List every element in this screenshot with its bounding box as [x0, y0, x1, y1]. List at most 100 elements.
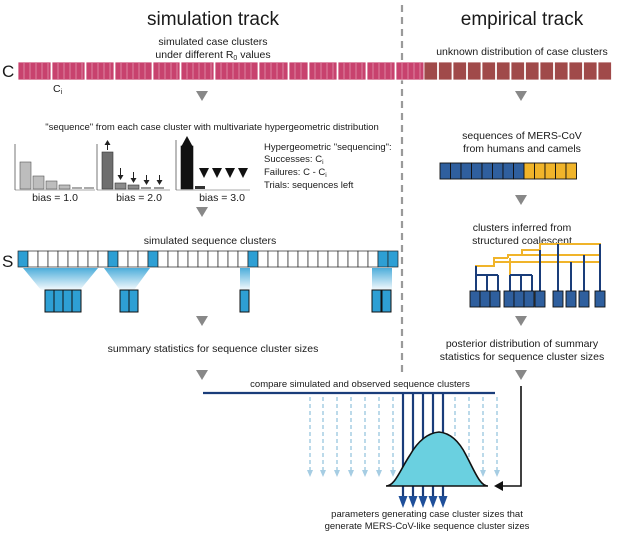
empirical-case-block: [597, 61, 612, 81]
sequence-cell: [67, 250, 79, 268]
emp-down-arrow-1: [515, 91, 527, 101]
sequence-cell: [147, 250, 159, 268]
compare-label: compare simulated and observed sequence …: [250, 379, 470, 390]
mers-sequences-label-line1: sequences of MERS-CoV: [462, 130, 582, 142]
inferred-cluster-cell: [578, 290, 590, 308]
sequence-cell: [77, 250, 89, 268]
inferred-cluster-cell: [552, 290, 564, 308]
histogram-bias-3: [175, 136, 250, 191]
sequence-cluster-groups: [44, 289, 392, 313]
accepted-arrowhead: [438, 496, 448, 508]
accepted-arrowhead: [408, 496, 418, 508]
sequence-fan-3: [240, 268, 250, 290]
empirical-case-block: [568, 61, 583, 81]
sequence-cell: [327, 250, 339, 268]
mers-sequence-cell: [565, 162, 577, 180]
bias-label-3: bias = 3.0: [199, 192, 245, 204]
sequence-cell: [157, 250, 169, 268]
sequence-cell: [167, 250, 179, 268]
rejected-arrowhead: [390, 470, 396, 477]
sequence-cell: [97, 250, 109, 268]
sequence-cell: [237, 250, 249, 268]
accepted-arrowhead: [428, 496, 438, 508]
sequence-cell: [17, 250, 29, 268]
inferred-cluster-cell: [534, 290, 546, 308]
down-arrow-3: [196, 316, 208, 326]
accepted-arrowhead: [418, 496, 428, 508]
sequence-cell: [87, 250, 99, 268]
sequence-group-cell: [128, 289, 139, 313]
case-cluster-block: [152, 61, 181, 81]
sequence-cell: [357, 250, 369, 268]
emp-down-arrow-3: [515, 316, 527, 326]
empirical-return-arrowhead: [494, 481, 503, 491]
down-arrow-1: [196, 91, 208, 101]
sequence-fan-4: [372, 268, 392, 290]
sequence-cell: [27, 250, 39, 268]
empirical-track-title: empirical track: [461, 9, 584, 30]
rejected-arrowhead: [494, 470, 500, 477]
inferred-clusters-label-line2: structured coalescent: [472, 235, 572, 247]
case-cluster-block: [51, 61, 86, 81]
emp-down-arrow-2: [515, 195, 527, 205]
row-label-s: S: [2, 252, 13, 271]
sequence-group-cell: [381, 289, 392, 313]
empirical-case-block: [481, 61, 496, 81]
empirical-case-block: [423, 61, 438, 81]
sequence-cell: [337, 250, 349, 268]
inferred-cluster-cell: [489, 290, 501, 308]
result-label-line2: generate MERS-CoV-like sequence cluster …: [325, 521, 530, 532]
sequence-cell: [107, 250, 119, 268]
sequence-cell: [367, 250, 379, 268]
inferred-cluster-cell: [594, 290, 606, 308]
case-cluster-block: [288, 61, 309, 81]
sequence-cell: [347, 250, 359, 268]
mers-sequence-cell: [513, 162, 525, 180]
case-cluster-block: [366, 61, 396, 81]
histogram-bias-2: [96, 140, 170, 191]
down-arrow-4: [196, 370, 208, 380]
comparison-arrows: [307, 393, 500, 508]
sequence-group-cell: [62, 289, 73, 313]
sequence-clusters-label: simulated sequence clusters: [144, 235, 277, 247]
sequence-cell: [307, 250, 319, 268]
sequence-cell: [387, 250, 399, 268]
sequence-cell: [47, 250, 59, 268]
bias-label-1: bias = 1.0: [32, 192, 78, 204]
sequence-cluster-strip: [17, 250, 399, 268]
accepted-arrowhead: [398, 496, 408, 508]
rejected-arrowhead: [348, 470, 354, 477]
case-clusters-label-line2: under different R0 values: [155, 49, 270, 62]
case-cluster-block: [85, 61, 115, 81]
rejected-arrowhead: [376, 470, 382, 477]
case-cluster-block: [17, 61, 52, 81]
mers-sequence-cell: [481, 162, 493, 180]
case-cluster-strip: [17, 61, 425, 81]
empirical-case-block: [467, 61, 482, 81]
empirical-case-block: [583, 61, 598, 81]
inferred-cluster-cell: [479, 290, 491, 308]
sequence-group-cell: [371, 289, 382, 313]
sequence-cell: [57, 250, 69, 268]
empirical-case-block: [554, 61, 569, 81]
sequence-cell: [37, 250, 49, 268]
case-cluster-block: [180, 61, 215, 81]
case-clusters-label-line1: simulated case clusters: [158, 36, 267, 48]
sequence-fan-1: [23, 268, 98, 290]
sequence-cell: [227, 250, 239, 268]
result-label-line1: parameters generating case cluster sizes…: [331, 509, 523, 520]
rejected-arrowhead: [334, 470, 340, 477]
mers-sequence-strip: [439, 162, 577, 180]
mers-sequence-cell: [460, 162, 472, 180]
unknown-distribution-label: unknown distribution of case clusters: [436, 46, 608, 58]
hypergeo-title: Hypergeometric "sequencing":: [264, 142, 392, 153]
case-cluster-block: [308, 61, 338, 81]
sequence-cell: [317, 250, 329, 268]
empirical-case-block: [452, 61, 467, 81]
posterior-bell-curve: [385, 431, 489, 487]
sequence-cell: [197, 250, 209, 268]
sequence-cell: [217, 250, 229, 268]
inferred-cluster-cell: [513, 290, 525, 308]
down-arrow-2: [196, 207, 208, 217]
sequence-cell: [247, 250, 259, 268]
